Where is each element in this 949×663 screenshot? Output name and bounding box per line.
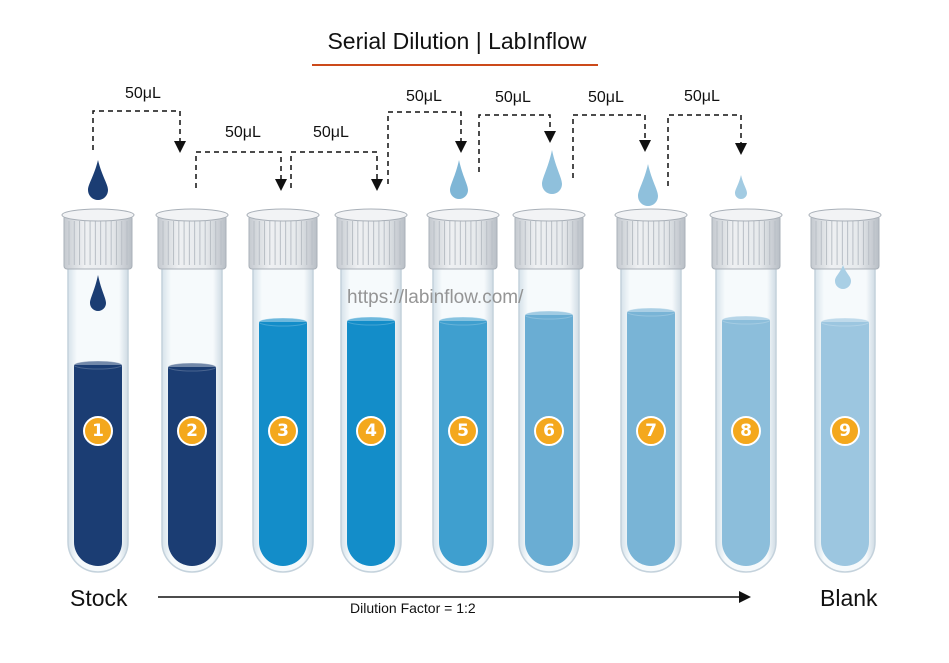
test-tube-5 [426, 208, 500, 573]
transfer-arrow [92, 110, 186, 153]
liquid-droplet [638, 164, 658, 206]
page-title: Serial Dilution | LabInflow [327, 28, 587, 54]
liquid-surface [721, 315, 771, 325]
liquid-surface [346, 316, 396, 326]
liquid-surface [438, 316, 488, 326]
watermark-url: https://labinflow.com/ [347, 287, 524, 308]
tube-number-badge: 7 [636, 416, 666, 446]
liquid-surface [167, 362, 217, 372]
tubes-group [61, 150, 882, 573]
liquid-surface [258, 317, 308, 327]
test-tube-1 [61, 208, 135, 573]
tube-liquid [168, 367, 216, 566]
test-tube-7 [614, 208, 688, 573]
transfer-volume-label: 50μL [495, 89, 531, 106]
transfer-volume-label: 50μL [225, 124, 261, 141]
dilution-factor-label: Dilution Factor = 1:2 [350, 600, 476, 616]
title-underline [312, 64, 598, 66]
liquid-surface [820, 317, 870, 327]
transfer-volume-label: 50μL [684, 88, 720, 105]
transfer-volume-label: 50μL [588, 89, 624, 106]
tube-number-badge: 4 [356, 416, 386, 446]
tube-number-badge: 3 [268, 416, 298, 446]
cap-top [334, 208, 408, 222]
cap-top [709, 208, 783, 222]
transfer-arrow [478, 114, 556, 172]
test-tube-6 [512, 208, 586, 573]
liquid-droplet [450, 160, 468, 199]
liquid-surface [524, 310, 574, 320]
cap-top [512, 208, 586, 222]
test-tube-3 [246, 208, 320, 573]
transfer-arrow [290, 151, 383, 191]
transfer-arrow [667, 114, 747, 186]
test-tube-4 [334, 208, 408, 573]
cap-top [808, 208, 882, 222]
cap-top [246, 208, 320, 222]
liquid-surface [626, 307, 676, 317]
liquid-droplet [88, 160, 108, 200]
tube-number-badge: 5 [448, 416, 478, 446]
liquid-droplet [735, 175, 747, 199]
tube-number-badge: 8 [731, 416, 761, 446]
tube-number-badge: 1 [83, 416, 113, 446]
transfer-arrow [387, 111, 467, 184]
transfer-volume-label: 50μL [406, 88, 442, 105]
liquid-surface [73, 360, 123, 370]
cap-top [61, 208, 135, 222]
cap-top [426, 208, 500, 222]
transfer-volume-label: 50μL [125, 85, 161, 102]
cap-top [155, 208, 229, 222]
stock-label: Stock [70, 585, 128, 611]
transfer-arrow [195, 151, 287, 191]
tube-number-badge: 6 [534, 416, 564, 446]
transfer-arrow [572, 114, 651, 178]
liquid-droplet [542, 150, 562, 194]
tube-number-badge: 2 [177, 416, 207, 446]
blank-label: Blank [820, 585, 878, 611]
liquid-droplet [90, 275, 106, 311]
test-tube-8 [709, 208, 783, 573]
transfer-arrows [92, 110, 747, 191]
tube-liquid [74, 365, 122, 566]
cap-top [614, 208, 688, 222]
tube-number-badge: 9 [830, 416, 860, 446]
test-tube-2 [155, 208, 229, 573]
test-tube-9 [808, 208, 882, 573]
liquid-droplet [835, 265, 851, 289]
transfer-volume-label: 50μL [313, 124, 349, 141]
